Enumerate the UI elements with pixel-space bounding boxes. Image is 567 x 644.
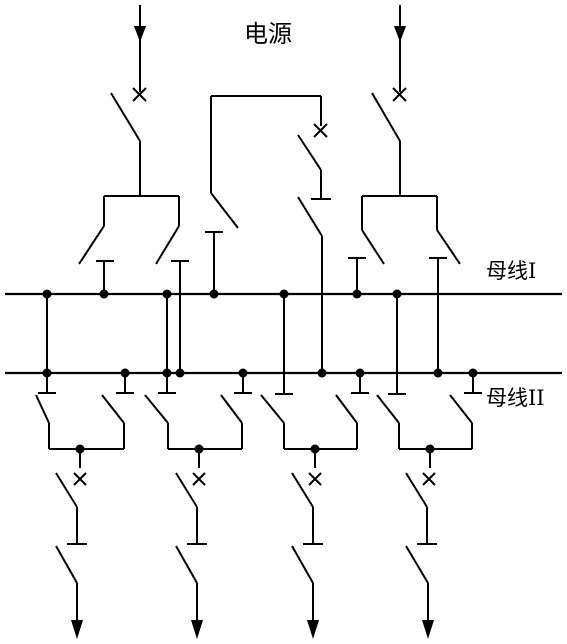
outgoing-feeder-3 <box>260 373 369 639</box>
outgoing-feeder-2 <box>144 373 252 639</box>
outgoing-feeder-4 <box>376 373 482 639</box>
circuit-breaker-icon <box>192 472 206 486</box>
arrow-down-icon <box>134 26 146 42</box>
circuit-breaker-icon <box>73 472 87 486</box>
power-source-label: 电源 <box>244 20 292 48</box>
arrow-down-icon <box>191 620 203 639</box>
outgoing-feeder-1 <box>35 373 134 639</box>
bus-2-label: 母线II <box>486 386 545 410</box>
circuit-breaker-icon <box>308 472 322 486</box>
bus-1-label: 母线I <box>486 259 536 283</box>
arrow-down-icon <box>422 620 434 639</box>
incoming-feeder-right <box>348 5 461 373</box>
circuit-breaker-icon <box>313 123 328 138</box>
arrow-down-icon <box>394 26 406 42</box>
incoming-feeder-left <box>78 5 189 373</box>
bus-coupler <box>205 95 331 373</box>
circuit-breaker-icon <box>422 472 436 486</box>
bus-connections <box>46 294 398 394</box>
junction-dots <box>42 289 478 454</box>
arrow-down-icon <box>307 620 319 639</box>
circuit-breaker-icon <box>392 87 407 102</box>
circuit-breaker-icon <box>132 87 147 102</box>
arrow-down-icon <box>71 620 83 639</box>
